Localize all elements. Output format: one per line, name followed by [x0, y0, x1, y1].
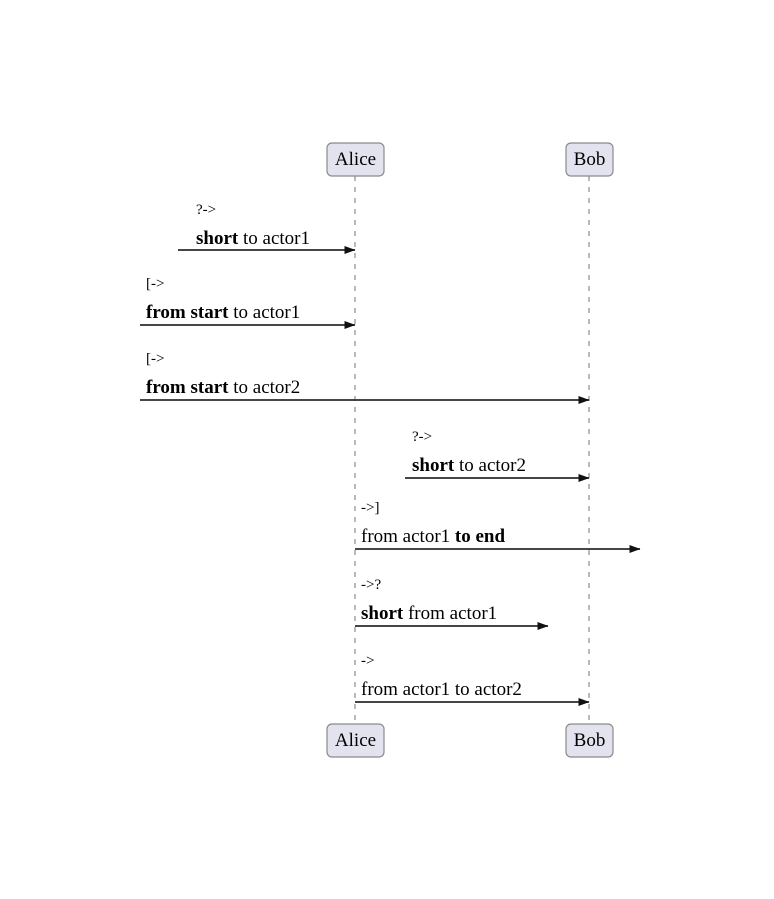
message-0[interactable]: ?-> short to actor1 — [178, 202, 356, 254]
actor-label-actor2: Bob — [574, 149, 606, 170]
actor-box-rect — [565, 723, 614, 758]
lifelines-group — [354, 176, 590, 724]
message-label-1: from start to actor1 — [146, 302, 300, 323]
message-5[interactable]: ->? short from actor1 — [355, 577, 549, 630]
message-note-3: ?-> — [412, 429, 432, 445]
message-label-5: short from actor1 — [361, 603, 497, 624]
actor-label-actor1: Alice — [335, 149, 376, 170]
message-note-1: [-> — [146, 276, 164, 292]
actor-box-rect — [326, 723, 385, 758]
actor-box-actor2-top[interactable]: Bob — [565, 142, 614, 177]
message-note-5: ->? — [361, 577, 381, 593]
message-6[interactable]: -> from actor1 to actor2 — [355, 653, 590, 706]
message-1[interactable]: [-> from start to actor1 — [140, 276, 356, 329]
actor-box-actor1-bottom[interactable]: Alice — [326, 723, 385, 758]
message-label-3: short to actor2 — [412, 455, 526, 476]
message-label-4: from actor1 to end — [361, 526, 505, 547]
actor-box-actor1-top[interactable]: Alice — [326, 142, 385, 177]
actor-box-rect — [326, 142, 385, 177]
actor-label-actor1: Alice — [335, 730, 376, 751]
actor-box-rect — [565, 142, 614, 177]
actor-box-actor2-bottom[interactable]: Bob — [565, 723, 614, 758]
message-2[interactable]: [-> from start to actor2 — [140, 351, 590, 404]
message-note-6: -> — [361, 653, 374, 669]
message-label-6: from actor1 to actor2 — [361, 679, 522, 700]
actor-label-actor2: Bob — [574, 730, 606, 751]
messages-group: ?-> short to actor1 [-> from start to actor… — [140, 202, 641, 706]
message-3[interactable]: ?-> short to actor2 — [405, 429, 590, 482]
message-label-2: from start to actor2 — [146, 377, 300, 398]
message-label-0: short to actor1 — [196, 228, 310, 249]
message-note-4: ->] — [361, 500, 379, 516]
message-4[interactable]: ->] from actor1 to end — [355, 500, 641, 553]
message-note-0: ?-> — [196, 202, 216, 218]
message-note-2: [-> — [146, 351, 164, 367]
